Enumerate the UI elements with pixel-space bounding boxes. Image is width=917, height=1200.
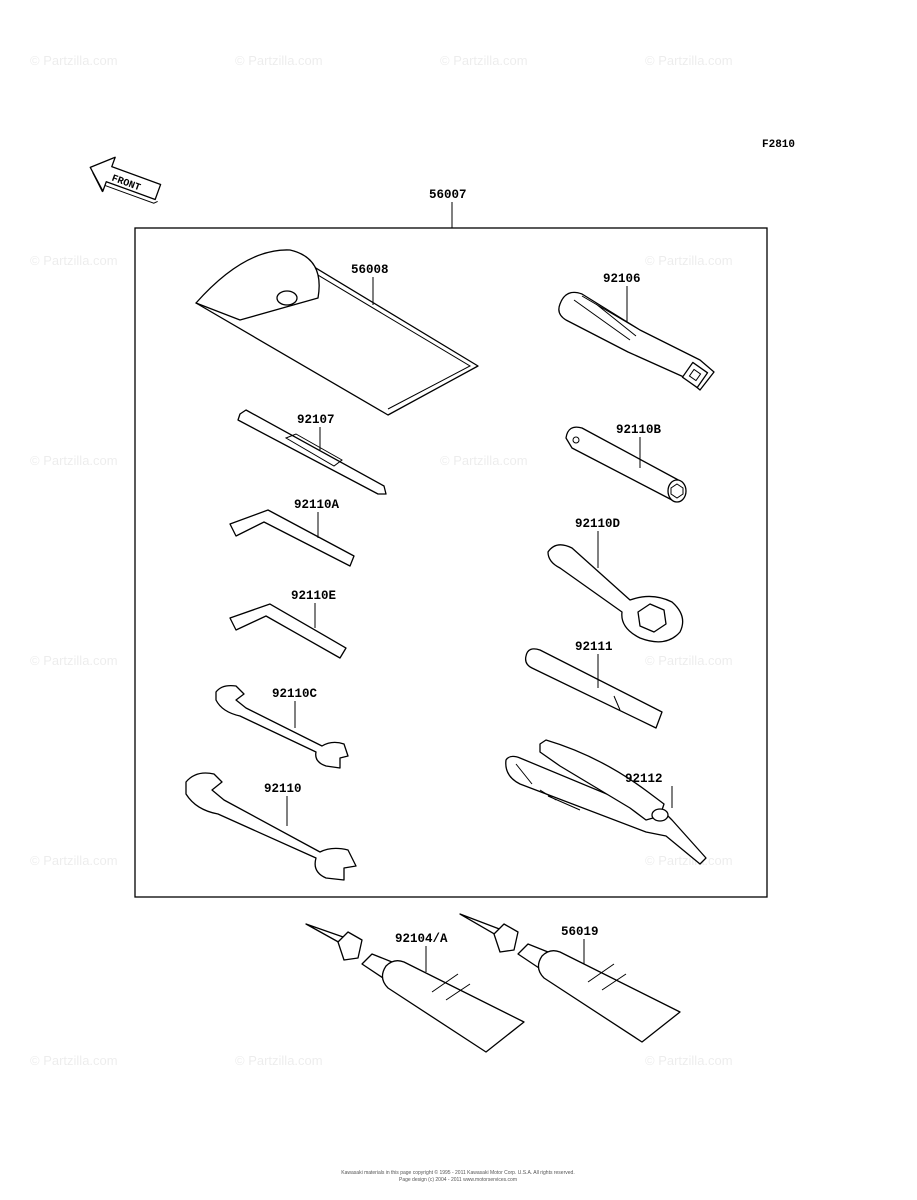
watermark: © Partzilla.com xyxy=(30,1053,118,1068)
front-arrow-icon: FRONT xyxy=(89,156,162,204)
label-92110d: 92110D xyxy=(575,517,621,531)
watermark: © Partzilla.com xyxy=(30,653,118,668)
tool-kit-frame xyxy=(134,227,768,898)
label-92110: 92110 xyxy=(264,782,302,796)
label-92106: 92106 xyxy=(603,272,641,286)
watermark: © Partzilla.com xyxy=(645,853,733,868)
pliers xyxy=(505,739,707,865)
grease-tube-a xyxy=(305,923,525,1053)
watermark: © Partzilla.com xyxy=(30,853,118,868)
handle-tool xyxy=(558,291,715,391)
watermark: © Partzilla.com xyxy=(30,453,118,468)
watermark: © Partzilla.com xyxy=(645,253,733,268)
label-92110b: 92110B xyxy=(616,423,662,437)
figure-code: F2810 xyxy=(762,139,795,151)
label-92110e: 92110E xyxy=(291,589,336,603)
watermark: © Partzilla.com xyxy=(30,53,118,68)
watermark: © Partzilla.com xyxy=(645,653,733,668)
tool-case xyxy=(195,249,479,416)
label-92110c: 92110C xyxy=(272,687,318,701)
watermark-layer: © Partzilla.com © Partzilla.com © Partzi… xyxy=(30,53,733,1068)
label-92111: 92111 xyxy=(575,640,613,654)
watermark: © Partzilla.com xyxy=(30,253,118,268)
label-92110a: 92110A xyxy=(294,498,340,512)
open-wrench xyxy=(185,772,357,881)
box-wrench xyxy=(565,426,687,503)
watermark: © Partzilla.com xyxy=(645,53,733,68)
watermark: © Partzilla.com xyxy=(235,53,323,68)
bar-tool xyxy=(524,648,663,729)
label-56007: 56007 xyxy=(429,188,467,202)
label-92104a: 92104/A xyxy=(395,932,448,946)
footer-design: Page design (c) 2004 - 2011 www.motorser… xyxy=(399,1177,517,1183)
grease-tube-b xyxy=(459,913,681,1043)
label-92107: 92107 xyxy=(297,413,335,427)
open-wrench-c xyxy=(215,684,349,769)
screwdriver-bit xyxy=(237,409,387,495)
label-92112: 92112 xyxy=(625,772,663,786)
ring-wrench xyxy=(547,544,684,643)
watermark: © Partzilla.com xyxy=(645,1053,733,1068)
watermark: © Partzilla.com xyxy=(440,53,528,68)
watermark: © Partzilla.com xyxy=(235,1053,323,1068)
label-56019: 56019 xyxy=(561,925,599,939)
hex-key-e xyxy=(229,603,347,659)
label-56008: 56008 xyxy=(351,263,389,277)
hex-key-a xyxy=(229,509,355,567)
footer-copyright: Kawasaki materials in this page copyrigh… xyxy=(341,1169,574,1176)
watermark: © Partzilla.com xyxy=(440,453,528,468)
